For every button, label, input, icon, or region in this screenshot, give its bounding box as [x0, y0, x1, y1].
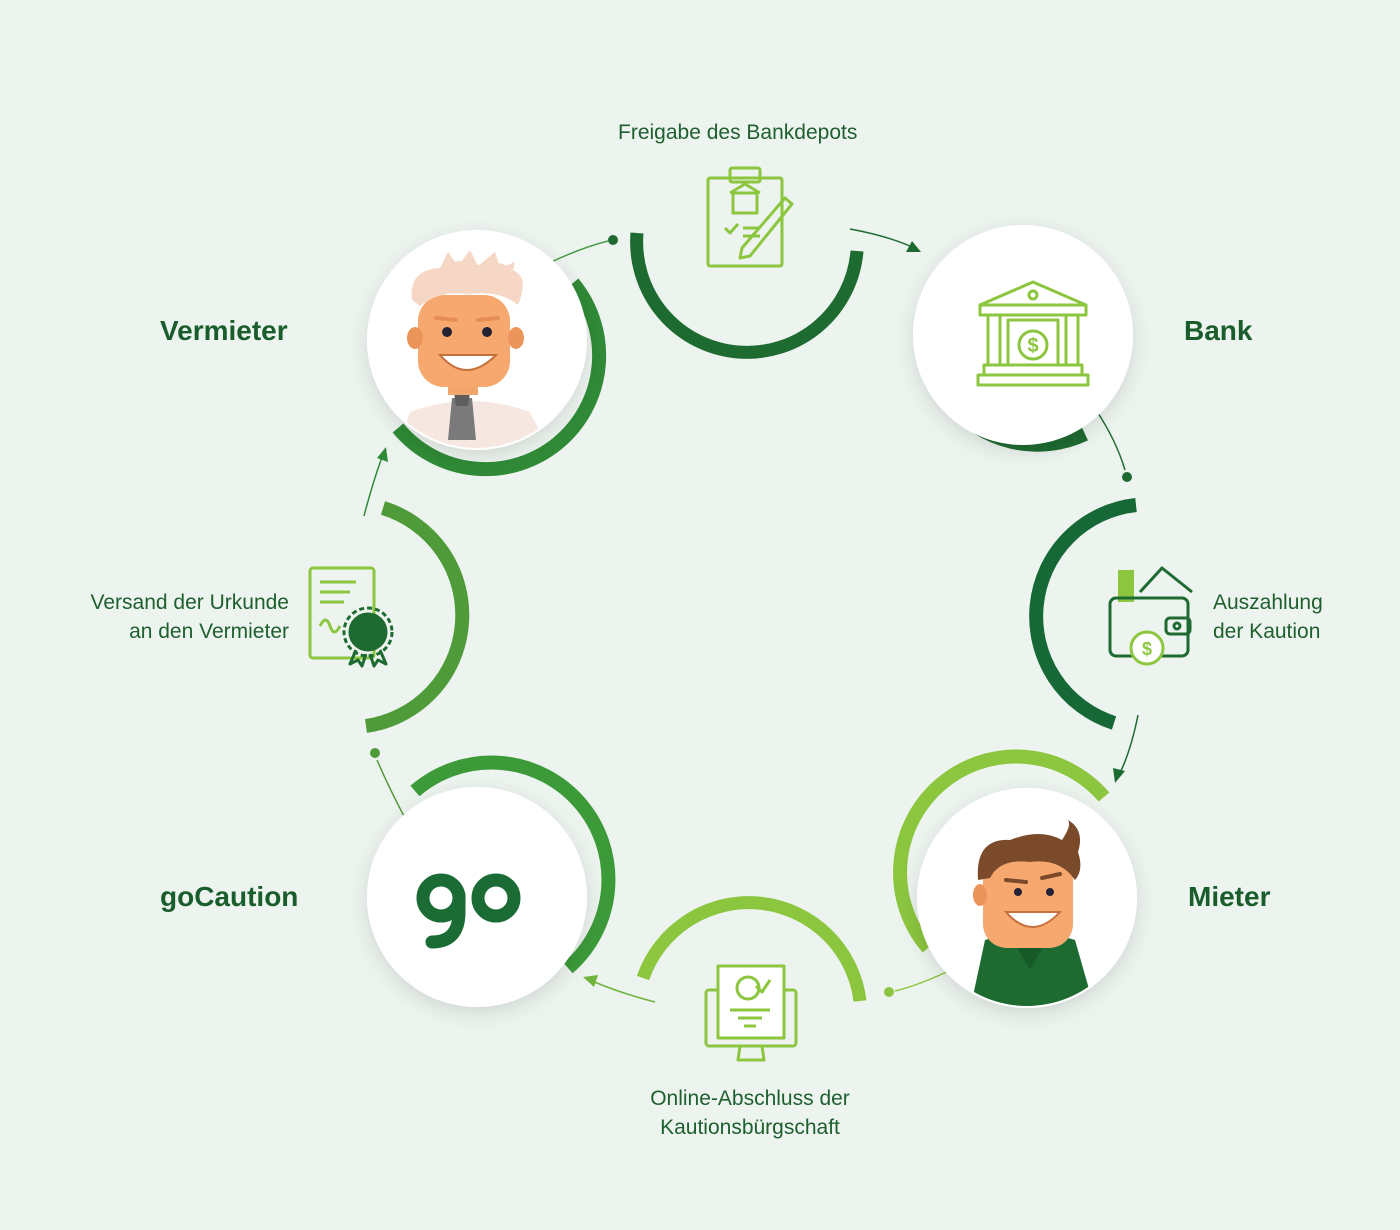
clipboard-sign-icon: [706, 166, 794, 268]
arc-freigabe: [630, 232, 864, 359]
arc-auszahlung: [1029, 498, 1137, 730]
step-label-auszahlung-line-1: Auszahlung: [1213, 591, 1323, 614]
landlord-avatar: [398, 250, 548, 448]
tenant-avatar: [970, 820, 1095, 1006]
step-label-versand: Versand der Urkunde an den Vermieter: [40, 588, 289, 646]
connector-freigabe-bank: [849, 228, 921, 252]
connector-bank-auszahlung: [1095, 409, 1132, 482]
step-label-online-line-1: Online-Abschluss der: [650, 1087, 850, 1110]
node-title-gocaution: goCaution: [160, 881, 299, 912]
connector-auszahlung-mieter: [1113, 714, 1139, 783]
connector-vermieter-freigabe: [544, 235, 618, 266]
step-label-auszahlung: Auszahlung der Kaution: [1213, 588, 1323, 646]
connector-mieter-online: [884, 967, 956, 997]
wallet-dollar-glyph: $: [1142, 639, 1152, 659]
arc-versand: [365, 501, 470, 733]
connector-gocaution-versand: [370, 748, 406, 819]
arc-online: [636, 896, 867, 1002]
step-label-online-line-2: Kautionsbürgschaft: [660, 1116, 840, 1139]
node-title-mieter: Mieter: [1188, 881, 1271, 912]
step-label-auszahlung-line-2: der Kaution: [1213, 620, 1321, 643]
go-logo: [416, 873, 521, 949]
step-label-freigabe: Freigabe des Bankdepots: [618, 118, 857, 147]
ring-vermieter: [392, 278, 607, 477]
step-label-versand-line-2: an den Vermieter: [129, 620, 289, 643]
node-title-vermieter: Vermieter: [160, 315, 288, 346]
node-title-bank: Bank: [1184, 315, 1253, 346]
bank-building-icon: [976, 280, 1090, 387]
connector-online-gocaution: [583, 975, 656, 1003]
ring-mieter: [893, 749, 1110, 953]
certificate-icon: [308, 566, 394, 668]
monitor-document-icon: [704, 964, 798, 1062]
step-label-freigabe-line-1: Freigabe des Bankdepots: [618, 121, 858, 144]
bank-dollar-glyph: $: [1027, 335, 1038, 357]
ring-gocaution: [410, 755, 616, 974]
step-label-versand-line-1: Versand der Urkunde: [90, 591, 289, 614]
wallet-money-icon: [1108, 566, 1193, 666]
connector-versand-vermieter: [363, 447, 388, 517]
step-label-online: Online-Abschluss der Kautionsbürgschaft: [620, 1084, 880, 1142]
